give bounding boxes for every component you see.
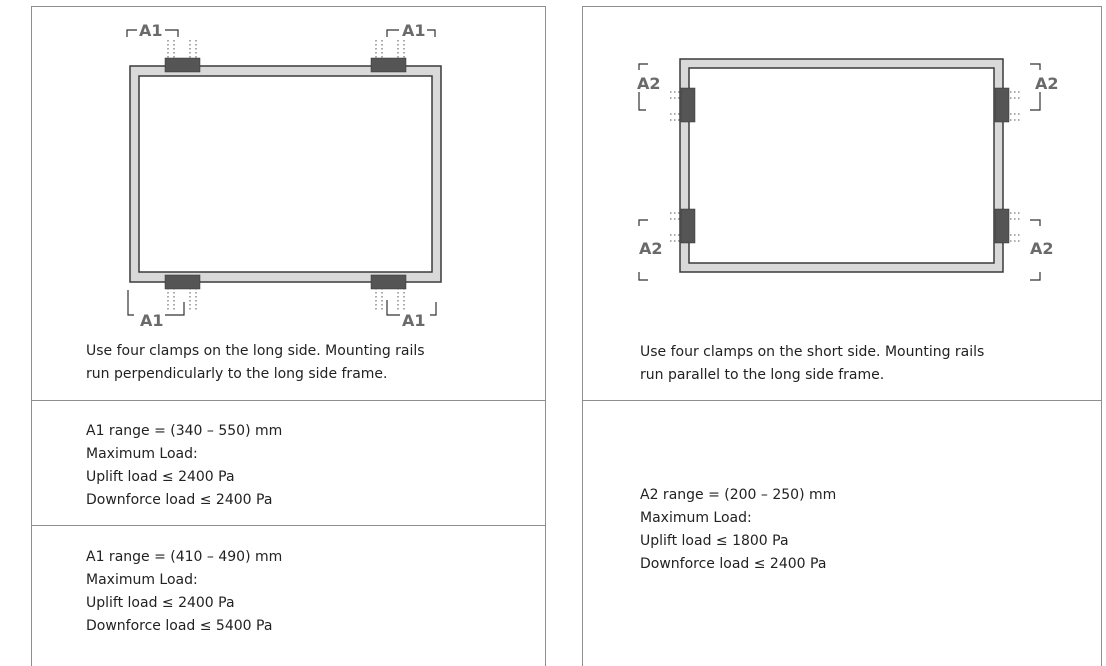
max-load-label: Maximum Load: [86,572,198,588]
a2-label: A2 [639,239,663,258]
clamp [680,208,696,244]
a2-label: A2 [637,74,661,93]
long-side-clamp-diagram: A1 A1 A1 A1 [126,21,442,330]
a1-label: A1 [402,311,426,330]
table-divider [582,400,1102,401]
a1-label: A1 [402,21,426,40]
downforce-load: Downforce load ≤ 2400 Pa [640,556,827,572]
module-glass [138,75,433,273]
clamp [370,57,407,73]
long-side-clamping-panel [31,6,546,666]
long-side-caption: Use four clamps on the long side. Mounti… [86,343,425,382]
a1-label: A1 [140,311,164,330]
short-side-caption: Use four clamps on the short side. Mount… [640,344,985,383]
a2-label: A2 [1030,239,1054,258]
a1-range: A1 range = (340 – 550) mm [86,423,283,439]
clamp [164,57,201,73]
clamp [680,87,696,123]
max-load-label: Maximum Load: [86,446,198,462]
spec-block-a2: A2 range = (200 – 250) mm Maximum Load: … [640,484,836,576]
downforce-load: Downforce load ≤ 5400 Pa [86,618,273,634]
a2-range: A2 range = (200 – 250) mm [640,487,837,503]
spec-block-1: A1 range = (340 – 550) mm Maximum Load: … [86,420,282,512]
a2-label: A2 [1035,74,1059,93]
clamp [994,208,1010,244]
max-load-label: Maximum Load: [640,510,752,526]
uplift-load: Uplift load ≤ 2400 Pa [86,469,235,485]
short-side-clamping-panel [582,6,1102,666]
short-side-clamp-diagram: A2 A2 A2 A2 [637,58,1059,281]
downforce-load: Downforce load ≤ 2400 Pa [86,492,273,508]
clamp [164,274,201,290]
module-glass [688,67,995,264]
table-divider [31,525,546,526]
a1-range: A1 range = (410 – 490) mm [86,549,283,565]
a1-label: A1 [139,21,163,40]
uplift-load: Uplift load ≤ 1800 Pa [640,533,789,549]
clamp [370,274,407,290]
table-divider [31,400,546,401]
uplift-load: Uplift load ≤ 2400 Pa [86,595,235,611]
clamp [994,87,1010,123]
spec-block-2: A1 range = (410 – 490) mm Maximum Load: … [86,546,282,638]
